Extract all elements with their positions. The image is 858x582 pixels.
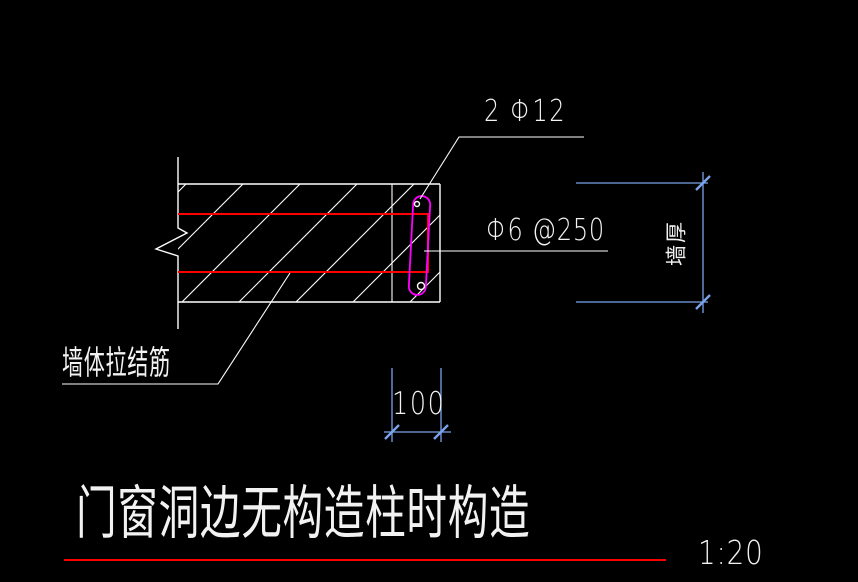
leader-wall-tie-bar bbox=[62, 272, 291, 385]
dim-tick bbox=[695, 175, 711, 191]
stirrup-tie bbox=[407, 195, 432, 296]
dim-tick bbox=[695, 294, 711, 310]
wall-tie-rebar bbox=[178, 213, 429, 273]
rebar-section-top bbox=[413, 200, 421, 208]
leader-top-bars bbox=[419, 136, 584, 200]
dim-tick bbox=[384, 424, 400, 440]
rebar-section-bottom bbox=[416, 281, 426, 291]
dimension-100-text: 100 bbox=[392, 386, 446, 422]
callout-ties-label: Φ6 @250 bbox=[486, 213, 605, 248]
drawing-scale: 1:20 bbox=[698, 533, 764, 572]
wall-tie-bar-label: 墙体拉结筋 bbox=[62, 343, 171, 382]
drawing-title: 门窗洞边无构造柱时构造 bbox=[76, 479, 531, 547]
callout-top-bars-label: 2 Φ12 bbox=[484, 94, 567, 129]
wall-thickness-label: 墙厚 bbox=[664, 220, 689, 266]
break-line-symbol bbox=[154, 157, 189, 329]
dimension-edge-zone bbox=[384, 368, 451, 442]
dimension-wall-thickness bbox=[576, 172, 711, 313]
dim-tick bbox=[433, 424, 449, 440]
wall-hatch-lines bbox=[178, 184, 440, 302]
